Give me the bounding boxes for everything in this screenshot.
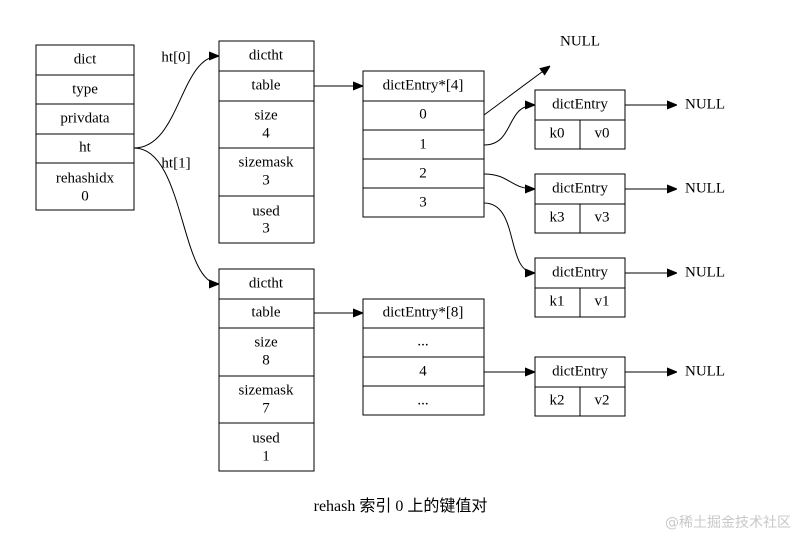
table-1-record: dictEntry*[8] ... 4 ... [362,298,485,416]
entry-k1-value-cell [579,287,626,318]
dictht-0-size-field: size [254,107,278,123]
dictht-1-size-field: size [254,334,278,350]
entry-k3-title: dictEntry [552,180,608,196]
edge-slot-1-to-entry-k0 [483,105,535,146]
edge-label-ht0: ht[0] [161,49,190,65]
edge-slot-2-to-entry-k3 [483,173,535,189]
entry-k1-value: v1 [595,293,610,309]
entry-k3-value: v3 [595,209,610,225]
dict-ht-field: ht [79,139,92,155]
dict-type-field: type [72,81,98,97]
table-0-slot-2-cell [362,158,485,189]
edge-slot-3-to-entry-k1 [483,202,536,273]
dictht-1-title-cell [218,268,315,300]
entry-k1-title: dictEntry [552,264,608,280]
edge-ht-to-dictht-1 [133,147,219,284]
entry-k2-title: dictEntry [552,363,608,379]
table-0-slot-1: 1 [419,136,427,152]
entry-k1-record: dictEntry k1 v1 [534,257,626,318]
entry-k1-key: k1 [550,293,565,309]
entry-k0-record: dictEntry k0 v0 [534,89,626,150]
table-1-slot-ellipsis-top: ... [417,333,428,349]
entry-k0-title: dictEntry [552,96,608,112]
dictht-0-record: dictht table size 4 sizemask 3 used 3 [218,40,315,244]
table-0-slot-3: 3 [419,194,427,210]
table-0-slot-2: 2 [419,165,427,181]
table-0-slot-0-cell [362,100,485,131]
entry-k0-value-cell [579,119,626,150]
dictht-0-size-cell [218,100,315,149]
table-1-title: dictEntry*[8] [383,304,464,320]
table-0-slot-3-cell [362,187,485,218]
edge-ht-to-dictht-0 [133,56,219,149]
table-0-slot-1-cell [362,129,485,160]
null-label-k0: NULL [685,96,725,112]
table-1-slot-4-cell [362,356,485,387]
dictht-0-size-value: 4 [262,125,270,141]
dictht-0-title: dictht [249,47,284,63]
entry-k3-title-cell [534,173,626,205]
dict-rehashidx-field: rehashidx [56,170,115,186]
dictht-0-sizemask-field: sizemask [239,154,294,170]
entry-k2-value: v2 [595,392,610,408]
dictht-0-used-value: 3 [262,220,270,236]
dict-privdata-field: privdata [60,110,109,126]
dict-record: dict type privdata ht rehashidx 0 [35,44,135,211]
table-0-slot-0: 0 [419,106,427,122]
dictht-1-sizemask-cell [218,375,315,424]
dict-rehashidx-value: 0 [81,188,89,204]
entry-k1-title-cell [534,257,626,289]
dictht-0-used-field: used [252,203,280,219]
table-1-slot-ellipsis-top-cell [362,327,485,358]
entry-k2-key-cell [534,386,581,417]
entry-k2-value-cell [579,386,626,417]
entry-k0-value: v0 [595,125,610,141]
entry-k2-key: k2 [550,392,565,408]
dictht-1-used-cell [218,422,315,472]
null-label-top: NULL [560,33,600,49]
dictht-1-title: dictht [249,275,284,291]
entry-k0-key: k0 [550,125,565,141]
edge-slot-0-to-null [483,66,550,116]
dictht-1-table-cell [218,298,315,329]
edge-label-ht1: ht[1] [161,155,190,171]
dict-privdata-cell [35,103,135,135]
dict-type-cell [35,74,135,105]
dictht-0-table-field: table [251,77,280,93]
dictht-1-used-field: used [252,430,280,446]
entry-k3-key: k3 [550,209,565,225]
entry-k2-record: dictEntry k2 v2 [534,356,626,417]
dictht-1-table-field: table [251,304,280,320]
table-1-slot-ellipsis-bottom: ... [417,392,428,408]
table-0-title: dictEntry*[4] [383,77,464,93]
table-1-title-cell [362,298,485,329]
dictht-1-used-value: 1 [262,448,270,464]
null-label-k1: NULL [685,264,725,280]
entry-k3-value-cell [579,203,626,234]
table-1-slot-ellipsis-bottom-cell [362,385,485,416]
dictht-0-sizemask-value: 3 [262,172,270,188]
dictht-1-size-value: 8 [262,352,270,368]
table-1-slot-4: 4 [419,363,427,379]
dictht-0-used-cell [218,195,315,244]
null-label-k3: NULL [685,180,725,196]
diagram-caption: rehash 索引 0 上的键值对 [313,498,488,515]
entry-k3-record: dictEntry k3 v3 [534,173,626,234]
dict-title: dict [74,51,97,67]
dictht-1-record: dictht table size 8 sizemask 7 used 1 [218,268,315,472]
table-0-record: dictEntry*[4] 0 1 2 3 [362,70,485,218]
watermark: @稀土掘金技术社区 [665,515,791,531]
entry-k3-key-cell [534,203,581,234]
null-label-k2: NULL [685,363,725,379]
dict-rehashidx-cell [35,162,135,211]
dict-title-cell [35,44,135,76]
dictht-1-sizemask-value: 7 [262,400,270,416]
dictht-1-sizemask-field: sizemask [239,382,294,398]
